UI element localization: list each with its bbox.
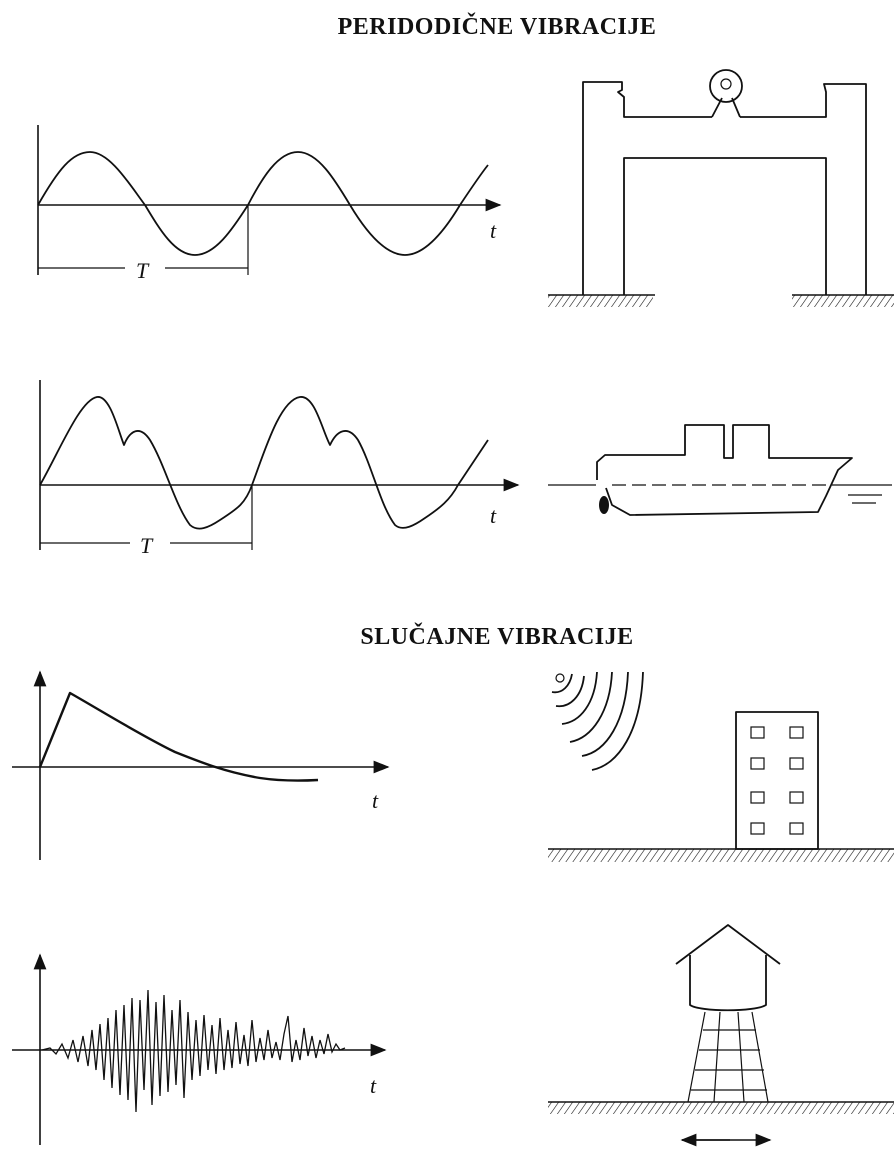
ship-hull — [596, 424, 853, 516]
period-label: T — [140, 533, 154, 558]
building-icon — [548, 671, 894, 862]
time-axis-label: t — [490, 503, 497, 528]
tower-roof — [675, 924, 781, 965]
ground-hatch-icon — [548, 295, 653, 307]
propeller — [599, 496, 609, 514]
ground-hatch-icon — [548, 1102, 894, 1114]
ground-hatch-icon — [548, 849, 894, 862]
sine-wave-graph: T t — [37, 125, 502, 283]
water-tower-icon — [548, 924, 894, 1147]
time-axis-label: t — [370, 1073, 377, 1098]
random-signal — [41, 989, 346, 1113]
building-body — [735, 711, 819, 850]
time-axis-label: t — [372, 788, 379, 813]
complex-periodic-graph: T t — [39, 380, 520, 558]
shock-pulse-graph: t — [12, 670, 390, 860]
time-axis-label: t — [490, 218, 497, 243]
ground-hatch-icon — [792, 295, 894, 307]
shock-pulse — [38, 691, 319, 782]
periodic-vibrations-title: PERIDODIČNE VIBRACIJE — [337, 14, 657, 40]
frame-with-motor-icon — [548, 69, 894, 307]
ship-icon — [548, 424, 892, 516]
period-label: T — [136, 258, 150, 283]
frame-outline — [582, 81, 867, 295]
random-noise-graph: t — [12, 953, 387, 1145]
random-vibrations-title: SLUČAJNE VIBRACIJE — [360, 624, 634, 650]
complex-wave — [39, 396, 489, 530]
sine-wave — [37, 151, 489, 256]
